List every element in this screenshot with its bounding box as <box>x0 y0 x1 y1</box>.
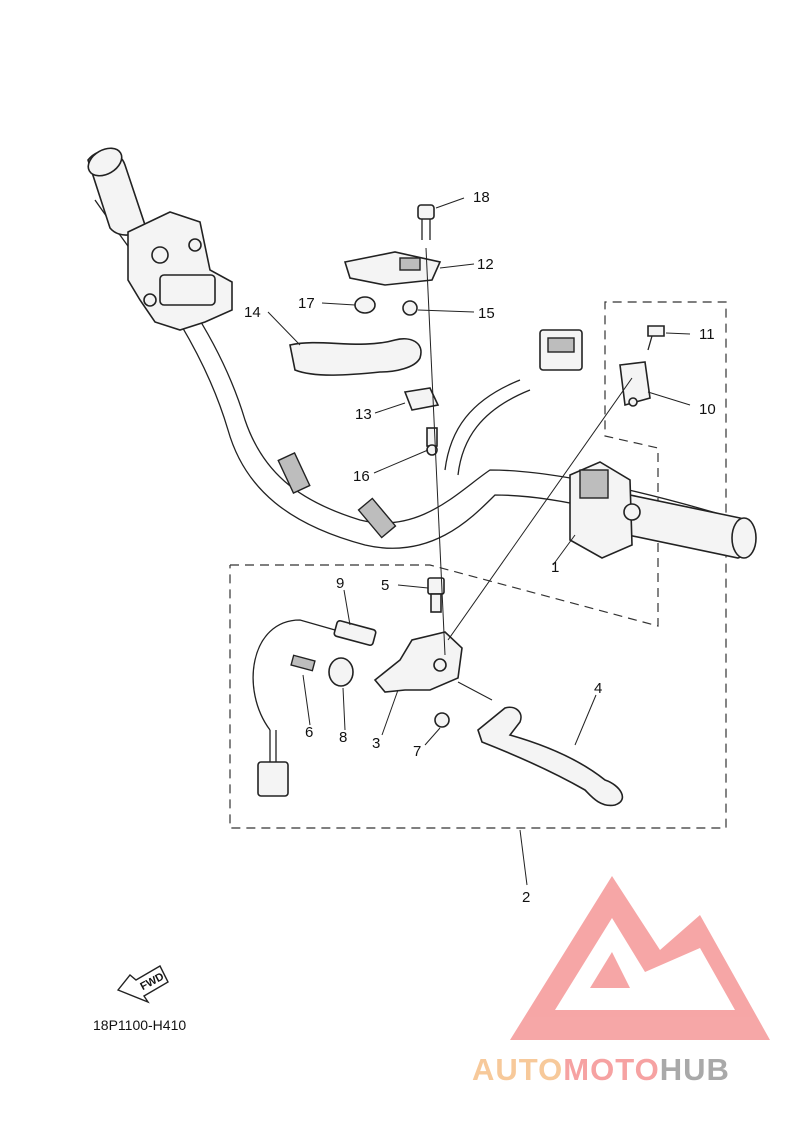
switch-connector-icon <box>257 761 289 797</box>
callout-18: 18 <box>473 189 490 206</box>
group-outline-lever-assembly <box>229 301 727 829</box>
callout-7: 7 <box>413 743 421 760</box>
left-grip <box>87 147 146 236</box>
part-7-nut <box>434 712 450 728</box>
part-16-bolt <box>426 427 438 456</box>
callout-14: 14 <box>244 304 261 321</box>
callout-4: 4 <box>594 680 602 697</box>
callout-11: 11 <box>699 326 715 343</box>
callout-6: 6 <box>305 724 313 741</box>
callout-5: 5 <box>381 577 389 594</box>
callout-1: 1 <box>551 559 559 576</box>
callout-16: 16 <box>353 468 370 485</box>
watermark-auto: AUTO <box>472 1052 563 1087</box>
drawing-code: 18P1100-H410 <box>93 1017 186 1033</box>
part-14-lever <box>289 338 422 376</box>
fwd-arrow-icon: FWD <box>116 965 169 1004</box>
right-grip <box>627 494 757 559</box>
part-13-plate <box>403 387 440 411</box>
callout-9: 9 <box>336 575 344 592</box>
part-6-screw <box>290 654 316 672</box>
watermark-hub: HUB <box>660 1052 730 1087</box>
watermark-brand: AUTOMOTOHUB <box>472 1052 730 1087</box>
svg-text:AUTOMOTOHUB: AUTOMOTOHUB <box>472 1052 730 1087</box>
callout-12: 12 <box>477 256 494 273</box>
part-11-screw <box>647 325 665 351</box>
watermark-logo-icon <box>510 876 770 1040</box>
part-18-bolt <box>417 204 435 240</box>
callout-17: 17 <box>298 295 315 312</box>
left-switch-housing <box>127 211 233 331</box>
part-5-pivot-bolt <box>427 577 445 613</box>
leader-lines <box>267 197 691 886</box>
part-9-cable-adjuster <box>252 619 377 797</box>
callout-labels: 1 2 3 4 5 6 7 8 9 10 11 12 13 14 15 16 1… <box>244 189 716 906</box>
part-4-clutch-lever <box>477 706 624 807</box>
callout-10: 10 <box>699 401 716 418</box>
part-3-lever-holder <box>373 631 463 693</box>
part-12-bracket <box>343 251 442 286</box>
watermark-moto: MOTO <box>563 1052 659 1087</box>
part-17-cap <box>354 296 376 314</box>
part-15-nut <box>402 300 418 316</box>
part-8-locknut <box>328 657 354 687</box>
part-10-switch-clamp <box>619 361 651 407</box>
switch-wire-harness <box>444 329 583 476</box>
callout-3: 3 <box>372 735 380 752</box>
part-1-handlebar-switch <box>569 461 641 559</box>
callout-15: 15 <box>478 305 495 322</box>
callout-13: 13 <box>355 406 372 423</box>
handlebar-knurl-bands <box>277 451 397 539</box>
callout-8: 8 <box>339 729 347 746</box>
callout-2: 2 <box>522 889 530 906</box>
